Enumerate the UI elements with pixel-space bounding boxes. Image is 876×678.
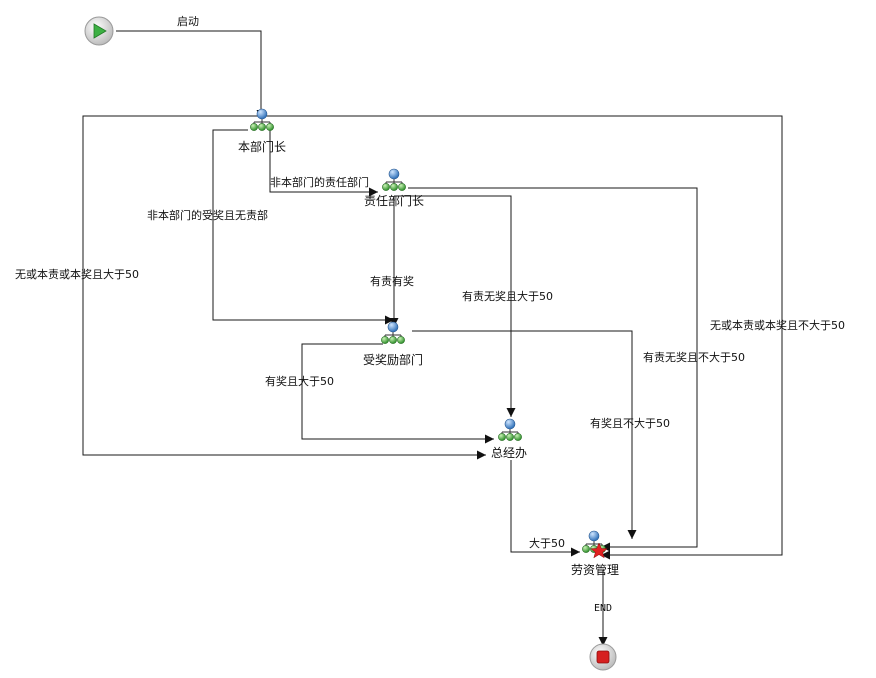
org-chart-icon — [381, 168, 407, 192]
org-chart-icon — [497, 418, 523, 442]
node-payroll[interactable]: 劳资管理 — [571, 530, 619, 577]
org-chart-icon — [380, 321, 406, 345]
edge-award-to-general[interactable] — [301, 343, 494, 444]
edge-label-to-resp: 非本部门的责任部门 — [270, 175, 369, 189]
edge-label-award-to-general: 有奖且大于50 — [265, 374, 334, 388]
edge-award-to-payroll[interactable] — [412, 330, 637, 539]
start-node[interactable] — [84, 16, 114, 46]
edge-label-to-award-no-resp: 非本部门的受奖且无责部 — [147, 208, 268, 222]
edge-label-start: 启动 — [177, 15, 199, 28]
stop-icon — [596, 650, 610, 664]
edge-label-award-to-payroll: 有奖且不大于50 — [590, 416, 670, 430]
edge-general-to-payroll[interactable] — [510, 460, 580, 557]
node-label: 受奖励部门 — [363, 352, 423, 367]
edge-dept-to-resp[interactable] — [269, 130, 378, 197]
edge-label-end: END — [594, 603, 612, 614]
end-node[interactable] — [589, 643, 617, 671]
edge-dept-to-general[interactable] — [82, 115, 486, 460]
edge-dept-to-payroll[interactable] — [278, 115, 783, 560]
star-icon — [590, 542, 608, 559]
node-label: 劳资管理 — [571, 562, 619, 577]
node-resp-dept-head[interactable]: 责任部门长 — [364, 168, 424, 208]
edge-label-resp-to-award: 有责有奖 — [370, 274, 414, 288]
edge-start-to-dept[interactable] — [116, 30, 266, 119]
node-label: 总经办 — [491, 445, 527, 460]
edge-resp-to-payroll[interactable] — [408, 187, 698, 552]
edge-label-dept-to-payroll: 无或本责或本奖且不大于50 — [710, 318, 845, 332]
edge-label-resp-to-general: 有责无奖且大于50 — [462, 289, 553, 303]
node-dept-head[interactable]: 本部门长 — [238, 108, 286, 154]
play-icon — [93, 23, 107, 39]
edge-dept-to-award[interactable] — [212, 129, 394, 325]
edge-label-resp-to-payroll: 有责无奖且不大于50 — [643, 350, 745, 364]
edge-resp-to-general[interactable] — [394, 195, 516, 417]
node-general-office[interactable]: 总经办 — [491, 418, 527, 460]
node-award-dept[interactable]: 受奖励部门 — [363, 321, 423, 367]
node-label: 本部门长 — [238, 139, 286, 154]
org-chart-icon — [249, 108, 275, 132]
edge-label-general-to-payroll: 大于50 — [529, 536, 565, 550]
node-label: 责任部门长 — [364, 193, 424, 208]
edge-label-dept-to-general: 无或本责或本奖且大于50 — [15, 267, 139, 281]
